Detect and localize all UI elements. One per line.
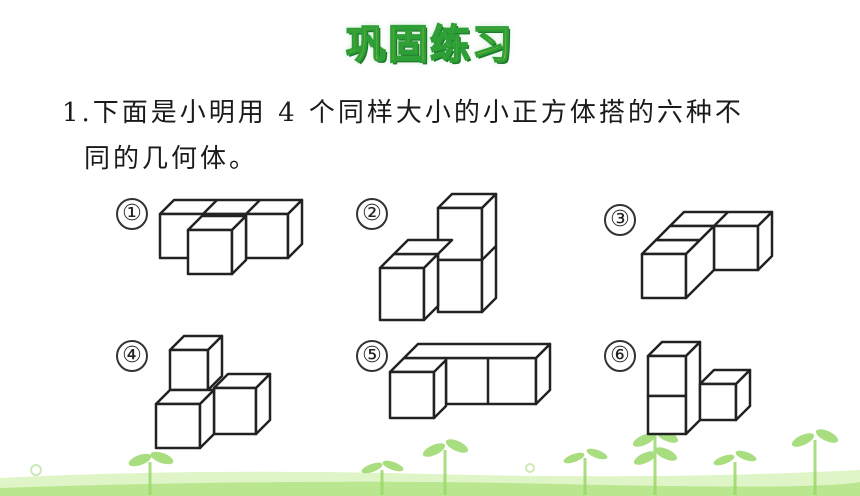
figure-4-number: ④ — [116, 340, 148, 372]
figure-4-drawing — [154, 334, 272, 450]
question-line-2: 同的几何体。 — [84, 144, 259, 174]
figure-3-drawing — [640, 210, 774, 300]
figure-2-number: ② — [356, 198, 388, 230]
figure-6-number: ⑥ — [604, 340, 636, 372]
figure-6-drawing — [646, 340, 752, 436]
figure-5-number: ⑤ — [356, 340, 388, 372]
question-text: 1.下面是小明用 4 个同样大小的小正方体搭的六种不 同的几何体。 — [62, 90, 832, 182]
figure-1-number: ① — [116, 198, 148, 230]
figure-2-drawing — [378, 192, 498, 322]
page-title: 巩固练习 — [345, 21, 514, 69]
figure-1-drawing — [158, 198, 304, 276]
question-line-1: 1.下面是小明用 4 个同样大小的小正方体搭的六种不 — [62, 98, 744, 128]
figure-3-number: ③ — [604, 204, 636, 236]
figure-5-drawing — [388, 342, 552, 420]
